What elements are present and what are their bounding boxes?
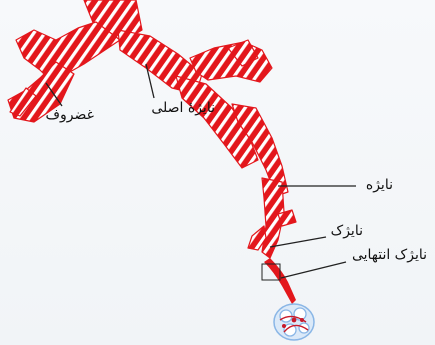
label-terminal-bronchiole: نایژک انتهایی <box>352 248 427 262</box>
alveoli-cluster <box>274 304 314 340</box>
leader-terminal-bronchiole <box>281 262 346 278</box>
label-main-bronchus: نایژهٔ اصلی <box>151 101 215 115</box>
airway-tree <box>8 0 296 258</box>
label-bronchiole: نایژک <box>331 224 363 238</box>
label-cartilage: غضروف <box>46 108 94 122</box>
label-bronchus: نایژه <box>366 178 393 192</box>
